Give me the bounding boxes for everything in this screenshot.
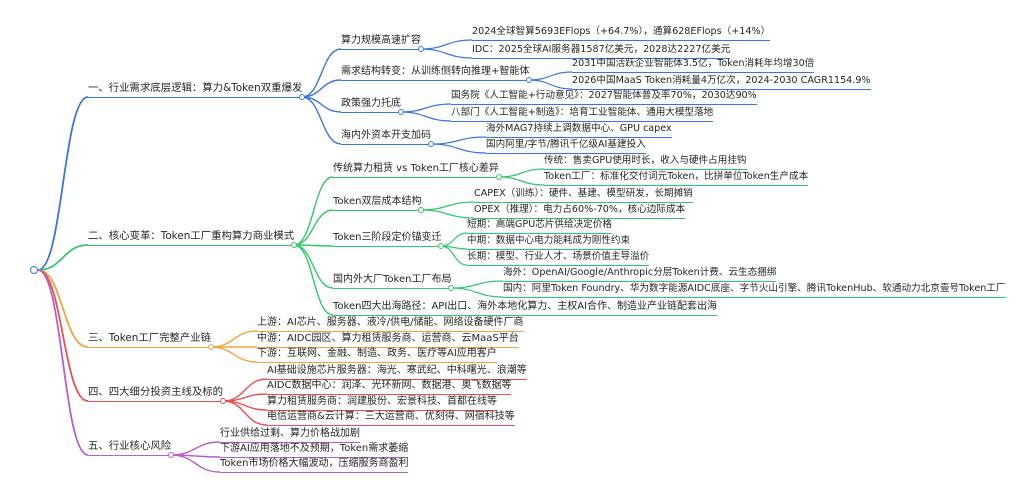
branch-connector xyxy=(210,346,258,363)
branch-connector xyxy=(293,209,334,246)
topic-node[interactable]: 政策强力托底 xyxy=(341,97,401,113)
topic-node[interactable]: 行业供给过剩、算力价格战加剧 xyxy=(220,427,360,443)
topic-collapse-toggle[interactable] xyxy=(496,174,502,180)
topic-node[interactable]: 算力规模高速扩容 xyxy=(341,34,421,50)
leaf-connector xyxy=(430,143,487,154)
root-branch-connector xyxy=(37,269,89,348)
leaf-node[interactable]: 八部门《人工智能+制造》：培育工业智能体、通用大模型落地 xyxy=(451,106,714,122)
root-branch-connector xyxy=(37,269,89,456)
branch-collapse-toggle[interactable] xyxy=(208,344,214,350)
root-branch-connector xyxy=(37,244,89,271)
branch-connector xyxy=(170,441,221,456)
leaf-connector xyxy=(420,209,475,219)
topic-collapse-toggle[interactable] xyxy=(428,141,434,147)
branch-collapse-toggle[interactable] xyxy=(291,242,297,248)
leaf-node[interactable]: Token工厂：标准化交付词元Token，比拼单位Token生产成本 xyxy=(544,170,809,186)
leaf-connector xyxy=(400,103,452,113)
leaf-node[interactable]: 传统：售卖GPU使用时长，收入与硬件占用挂钩 xyxy=(544,154,747,170)
branch-node[interactable]: 五、行业核心风险 xyxy=(88,440,172,456)
topic-node[interactable]: 下游AI应用落地不及预期，Token需求萎缩 xyxy=(220,442,409,458)
branch-connector xyxy=(222,400,268,426)
branch-node[interactable]: 三、Token工厂完整产业链 xyxy=(88,332,212,348)
leaf-node[interactable]: OPEX（推理）：电力占60%-70%，核心边际成本 xyxy=(474,203,686,219)
leaf-node[interactable]: CAPEX（训练）：硬件、基建、模型研发，长期摊销 xyxy=(474,187,693,203)
topic-node[interactable]: Token四大出海路径：API出口、海外本地化算力、主权AI合作、制造业产业链配… xyxy=(333,300,718,316)
topic-node[interactable]: Token三阶段定价锚变迁 xyxy=(333,231,442,247)
leaf-node[interactable]: 国务院《人工智能+行动意见》：2027智能体普及率70%，2030达90% xyxy=(451,89,757,105)
leaf-node[interactable]: 2026中国MaaS Token消耗量4万亿次，2024-2030 CAGR11… xyxy=(572,74,871,90)
branch-connector xyxy=(293,176,334,246)
leaf-connector xyxy=(440,232,468,247)
topic-node[interactable]: 传统算力租赁 vs Token工厂核心差异 xyxy=(333,162,499,178)
root-branch-connector xyxy=(37,269,89,402)
topic-node[interactable]: AI基础设施芯片服务器：海光、寒武纪、中科曙光、浪潮等 xyxy=(267,364,527,380)
topic-node[interactable]: 海内外资本开支加码 xyxy=(341,129,431,145)
leaf-connector xyxy=(450,280,504,289)
leaf-node[interactable]: 海外MAG7持续上调数据中心、GPU capex xyxy=(486,122,672,138)
leaf-connector xyxy=(498,168,545,178)
leaf-node[interactable]: 长期：模型、行业人才、场景价值主导溢价 xyxy=(467,250,650,266)
branch-connector xyxy=(301,79,342,98)
leaf-connector xyxy=(400,111,452,122)
branch-connector xyxy=(170,454,221,473)
branch-collapse-toggle[interactable] xyxy=(220,398,226,404)
topic-collapse-toggle[interactable] xyxy=(438,243,444,249)
topic-collapse-toggle[interactable] xyxy=(526,77,532,83)
topic-node[interactable]: 电信运营商&云计算：三大运营商、优刻得、网宿科技等 xyxy=(267,410,515,426)
branch-connector xyxy=(293,244,334,316)
branch-connector xyxy=(301,48,342,98)
topic-node[interactable]: AIDC数据中心：润泽、光环新网、数据港、奥飞数据等 xyxy=(267,379,512,395)
leaf-connector xyxy=(450,287,504,298)
leaf-node[interactable]: 2024全球智算5693EFlops（+64.7%），通算628EFlops（+… xyxy=(472,25,771,41)
leaf-node[interactable]: 国内阿里/字节/腾讯千亿级AI基建投入 xyxy=(486,138,646,154)
topic-node[interactable]: 中游：AIDC园区、算力租赁服务商、运营商、云MaaS平台 xyxy=(257,332,519,348)
topic-collapse-toggle[interactable] xyxy=(398,109,404,115)
leaf-connector xyxy=(498,176,545,186)
topic-collapse-toggle[interactable] xyxy=(418,46,424,52)
branch-node[interactable]: 一、行业需求底层逻辑：算力&Token双重爆发 xyxy=(88,82,303,98)
branch-collapse-toggle[interactable] xyxy=(168,452,174,458)
topic-node[interactable]: 上游：AI芯片、服务器、液冷/供电/储能、网络设备硬件厂商 xyxy=(257,316,524,332)
topic-node[interactable]: Token双层成本结构 xyxy=(333,195,422,211)
leaf-node[interactable]: 2031中国活跃企业智能体3.5亿，Token消耗年均增30倍 xyxy=(572,57,815,73)
topic-collapse-toggle[interactable] xyxy=(418,207,424,213)
topic-node[interactable]: 需求结构转变：从训练侧转向推理+智能体 xyxy=(341,65,530,81)
leaf-connector xyxy=(528,79,573,90)
root-branch-connector xyxy=(37,96,89,271)
branch-node[interactable]: 四、四大细分投资主线及标的 xyxy=(88,386,224,402)
leaf-node[interactable]: 国内：阿里Token Foundry、华为数字能源AIDC底座、字节火山引擎、腾… xyxy=(503,282,1006,298)
leaf-connector xyxy=(420,201,475,211)
branch-collapse-toggle[interactable] xyxy=(299,94,305,100)
topic-node[interactable]: 下游：互联网、金融、制造、政务、医疗等AI应用客户 xyxy=(257,347,497,363)
topic-node[interactable]: 国内外大厂Token工厂布局 xyxy=(333,273,452,289)
topic-collapse-toggle[interactable] xyxy=(448,285,454,291)
branch-node[interactable]: 二、核心变革：Token工厂重构算力商业模式 xyxy=(88,230,295,246)
root-node-toggle[interactable] xyxy=(30,266,38,274)
leaf-connector xyxy=(528,71,573,81)
topic-node[interactable]: 算力租赁服务商：润建股份、宏景科技、首都在线等 xyxy=(267,395,497,411)
branch-connector xyxy=(293,244,334,247)
leaf-node[interactable]: 中期：数据中心电力能耗成为刚性约束 xyxy=(467,234,631,250)
leaf-connector xyxy=(420,48,473,59)
leaf-connector xyxy=(430,136,487,145)
leaf-node[interactable]: 海外：OpenAI/Google/Anthropic分层Token计费、云生态捆… xyxy=(503,266,777,282)
leaf-connector xyxy=(420,39,473,50)
topic-node[interactable]: Token市场价格大幅波动，压缩服务商盈利 xyxy=(220,457,409,473)
branch-connector xyxy=(301,96,342,145)
leaf-node[interactable]: 短期：高端GPU芯片供给决定价格 xyxy=(467,218,612,234)
leaf-node[interactable]: IDC：2025全球AI服务器1587亿美元，2028达2227亿美元 xyxy=(472,43,731,59)
branch-connector xyxy=(210,330,258,348)
